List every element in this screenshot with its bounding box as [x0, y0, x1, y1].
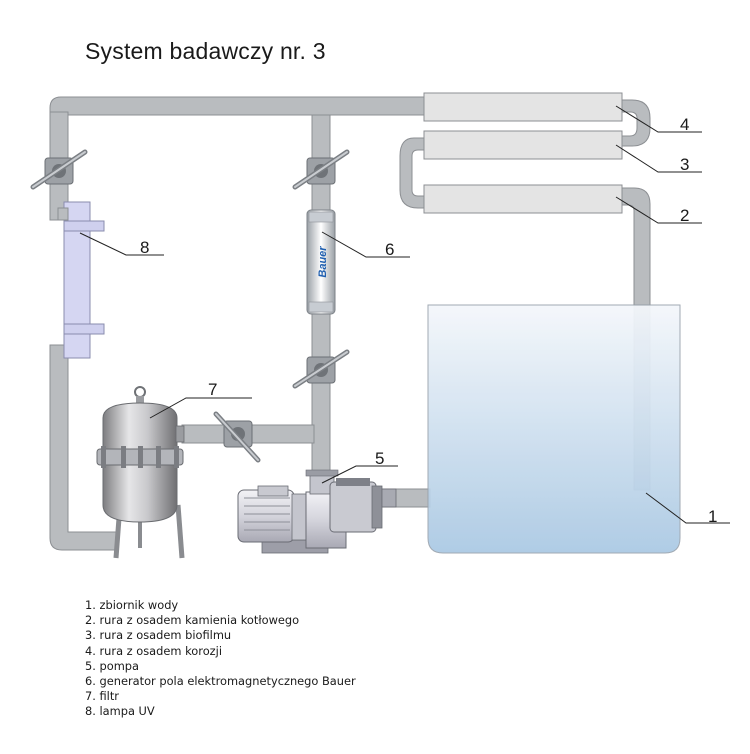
callout-5: 5	[375, 449, 384, 468]
callout-2: 2	[680, 206, 689, 225]
legend-item-filter: 7. filtr	[85, 689, 119, 704]
elbow-3-2	[399, 137, 425, 209]
valve-middle-upper	[292, 149, 350, 190]
valve-filter	[213, 411, 261, 463]
diagram-title: System badawczy nr. 3	[85, 38, 326, 64]
callout-4: 4	[680, 115, 689, 134]
legend-item-corrosion-pipe: 4. rura z osadem korozji	[85, 643, 222, 658]
leader-8	[79, 232, 164, 256]
tube-biofilm	[423, 130, 623, 160]
left-pipe-lower	[49, 344, 119, 551]
legend-item-water-tank: 1. zbiornik wody	[85, 598, 179, 612]
field-generator: Bauer	[306, 209, 336, 315]
callout-7: 7	[208, 380, 217, 399]
valve-middle-lower	[292, 349, 350, 389]
legend-item-uv-lamp: 8. lampa UV	[85, 704, 155, 719]
leader-6	[321, 231, 410, 258]
callout-numbers: 1 2 3 4 5 6 7 8	[140, 115, 717, 526]
legend: 1. zbiornik wody 2. rura z osadem kamien…	[85, 598, 356, 720]
callout-1: 1	[708, 507, 717, 526]
leader-lines	[79, 105, 730, 524]
callout-3: 3	[680, 155, 689, 174]
test-tubes	[423, 92, 623, 214]
tube-scale	[423, 184, 623, 214]
callout-8: 8	[140, 238, 149, 257]
pump	[237, 469, 397, 554]
leader-1	[645, 492, 730, 524]
valve-left	[30, 149, 88, 190]
leader-2	[615, 196, 702, 224]
leader-7	[149, 397, 252, 419]
leader-3	[615, 144, 702, 173]
legend-item-pump: 5. pompa	[85, 658, 139, 673]
legend-item-biofilm-pipe: 3. rura z osadem biofilmu	[85, 628, 232, 643]
filter	[96, 386, 185, 559]
drop-pipe	[619, 187, 651, 306]
tube-corrosion	[423, 92, 623, 122]
leader-4	[615, 105, 702, 133]
top-pipe	[49, 96, 426, 117]
uv-lamp	[57, 201, 105, 359]
callout-6: 6	[385, 240, 394, 259]
elbow-4-3	[619, 99, 651, 147]
leader-5	[321, 465, 398, 484]
legend-item-generator: 6. generator pola elektromagnetycznego B…	[85, 674, 356, 689]
water-tank	[427, 304, 681, 554]
generator-brand-label: Bauer	[317, 246, 329, 278]
legend-item-scale-pipe: 2. rura z osadem kamienia kotłowego	[85, 613, 300, 628]
